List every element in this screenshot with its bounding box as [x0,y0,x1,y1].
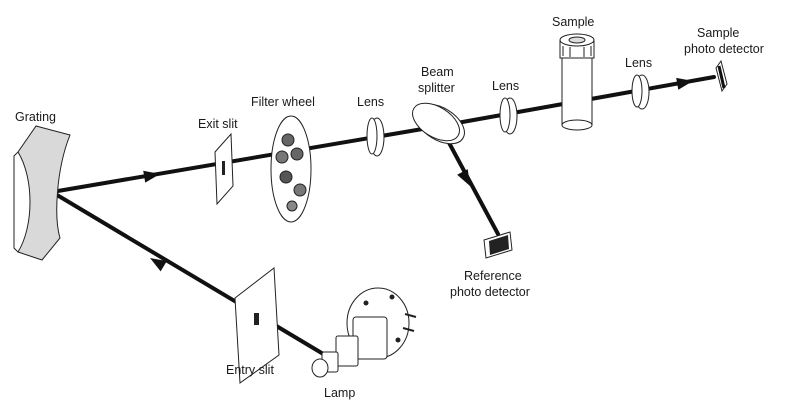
filter-icon [286,200,298,212]
labels: Grating Exit slit Filter wheel Lens Beam… [15,15,764,400]
filter-icon [279,170,293,184]
label-lamp: Lamp [324,386,355,400]
grating-component [13,125,71,261]
sample-tube-bottom [561,119,593,131]
entry-slit-component [234,267,280,384]
reference-detector-component [483,231,513,259]
label-lens-2: Lens [492,79,519,93]
exit-slit-component [214,132,234,206]
arrow-down-right-icon [457,169,470,186]
grating-face [13,151,31,253]
filter-icon [281,133,295,147]
sample-cap-hole [568,36,586,44]
lens-3-component [631,74,650,110]
sample-detector-sensor [717,65,726,89]
label-exit-slit: Exit slit [198,117,238,131]
label-sample-detector-line1: Sample [697,26,739,40]
screw-icon [395,337,401,343]
grating-body [17,125,71,261]
arrow-right-icon [143,170,160,183]
screw-icon [389,294,395,300]
label-lens-3: Lens [625,56,652,70]
arrow-right-icon [676,77,693,90]
exit-slit-opening [222,161,225,175]
lens-1-component [366,117,385,157]
filter-icon [290,147,304,161]
entry-slit-opening [254,313,259,325]
label-entry-slit: Entry slit [226,363,274,377]
filter-icon [275,150,289,164]
lens-2-component [499,97,518,135]
label-sample: Sample [552,15,594,29]
beam-lamp-to-grating [50,190,332,360]
lamp-pin [404,313,417,318]
label-filter-wheel: Filter wheel [251,95,315,109]
label-lens-1: Lens [357,95,384,109]
lamp-pin [402,327,415,332]
sample-detector-component [715,59,728,93]
label-beam-splitter-line2: splitter [418,81,455,95]
label-reference-detector-line1: Reference [464,269,522,283]
reference-detector-sensor [489,235,509,255]
lamp-bulb [311,358,329,378]
label-grating: Grating [15,110,56,124]
filter-wheel-component [270,115,312,223]
beam-splitter-component [412,102,465,145]
lamp-socket [335,335,359,367]
label-beam-splitter-line1: Beam [421,65,454,79]
lens-1-edge [366,117,378,155]
filter-icon [293,183,307,197]
lens-2-edge [499,97,511,133]
screw-icon [363,300,369,306]
label-reference-detector-line2: photo detector [450,285,530,299]
arrow-up-left-icon [150,258,167,272]
lamp-component [311,287,417,378]
sample-tube [561,54,593,126]
lens-3-edge [631,74,643,108]
label-sample-detector-line2: photo detector [684,42,764,56]
sample-cuvette-component [559,33,595,131]
beam-direction-arrows [143,77,693,272]
beam-splitter-edge [412,102,460,142]
entry-slit-plate [234,267,280,384]
